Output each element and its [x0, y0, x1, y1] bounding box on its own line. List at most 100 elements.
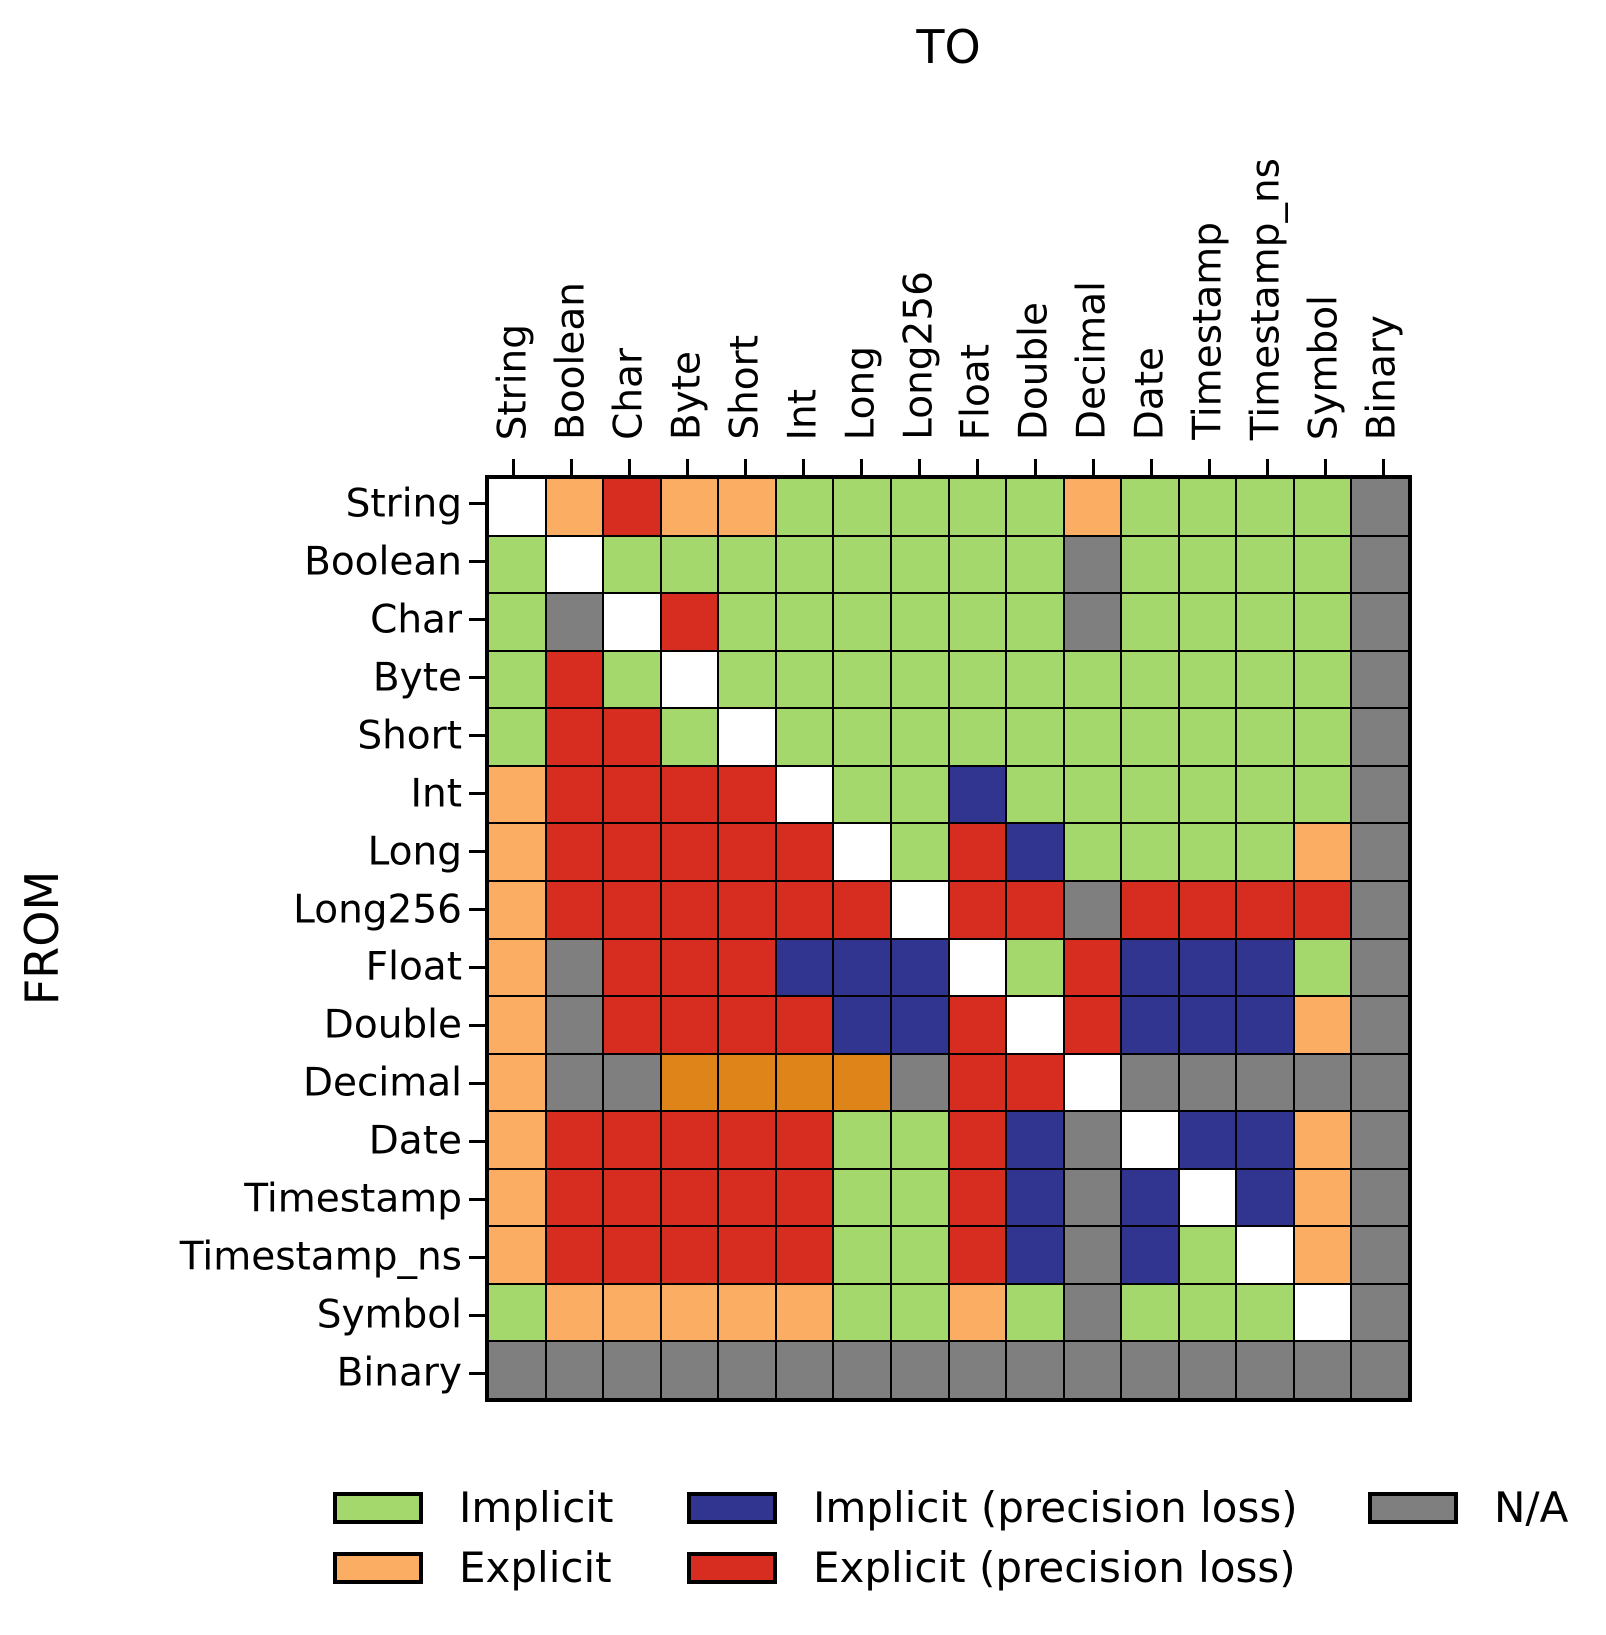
col-label-Date: Date [1128, 347, 1173, 449]
cell-Date-to-Boolean [545, 1111, 604, 1169]
cell-Double-to-Float [948, 996, 1007, 1054]
legend-item-n-a: N/A [1368, 1487, 1568, 1529]
left-tick [469, 965, 485, 969]
cell-Long-to-Long [833, 823, 891, 881]
cell-Short-to-Byte [660, 708, 719, 766]
cell-String-to-Float [948, 478, 1007, 536]
cell-Char-to-Timestamp [1178, 593, 1237, 651]
cell-Long256-to-Date [1121, 880, 1179, 939]
row-label-Decimal: Decimal [302, 1060, 462, 1106]
cell-Byte-to-Timestamp_ns [1236, 650, 1294, 709]
cell-String-to-Byte [660, 478, 719, 536]
cell-Long-to-Symbol [1293, 823, 1352, 881]
cell-Symbol-to-Decimal [1063, 1283, 1122, 1342]
cell-Float-to-Float [948, 938, 1007, 997]
legend-swatch [333, 1552, 423, 1584]
cell-Date-to-Char [603, 1111, 661, 1169]
cell-Binary-to-Symbol [1293, 1341, 1352, 1399]
cell-Date-to-Byte [660, 1111, 719, 1169]
cell-Boolean-to-Timestamp [1178, 535, 1237, 594]
cell-Short-to-String [488, 708, 546, 766]
cell-Float-to-Long256 [890, 938, 949, 997]
cell-String-to-Timestamp_ns [1236, 478, 1294, 536]
cell-String-to-Symbol [1293, 478, 1352, 536]
legend-item-explicit-precision-loss: Explicit (precision loss) [687, 1547, 1296, 1589]
cell-Boolean-to-Boolean [545, 535, 604, 594]
cell-Decimal-to-Decimal [1063, 1053, 1122, 1112]
cell-Timestamp-to-Byte [660, 1168, 719, 1227]
col-label-text: Float [954, 343, 999, 441]
cell-Long256-to-Boolean [545, 880, 604, 939]
cell-Char-to-Long [833, 593, 891, 651]
top-tick [628, 459, 632, 475]
cell-Int-to-Binary [1351, 765, 1409, 824]
top-tick [860, 459, 864, 475]
cell-Double-to-Timestamp_ns [1236, 996, 1294, 1054]
col-label-Timestamp_ns: Timestamp_ns [1244, 158, 1289, 449]
cell-Byte-to-Symbol [1293, 650, 1352, 709]
cell-Binary-to-String [488, 1341, 546, 1399]
cell-Float-to-String [488, 938, 546, 997]
left-tick [469, 908, 485, 912]
cell-Date-to-Float [948, 1111, 1007, 1169]
cell-Date-to-Short [718, 1111, 776, 1169]
cell-Byte-to-Double [1006, 650, 1064, 709]
cell-Timestamp_ns-to-Short [718, 1226, 776, 1284]
row-label-Timestamp_ns: Timestamp_ns [179, 1234, 462, 1280]
cell-Decimal-to-Char [603, 1053, 661, 1112]
cell-Decimal-to-Byte [660, 1053, 719, 1112]
conversion-matrix-grid [485, 475, 1412, 1402]
cell-Double-to-Binary [1351, 996, 1409, 1054]
cell-Short-to-Float [948, 708, 1007, 766]
cell-Timestamp-to-Long256 [890, 1168, 949, 1227]
top-tick [1091, 459, 1095, 475]
cell-Long256-to-Long [833, 880, 891, 939]
cell-Byte-to-Boolean [545, 650, 604, 709]
cell-String-to-Binary [1351, 478, 1409, 536]
cell-Symbol-to-Byte [660, 1283, 719, 1342]
top-tick [570, 459, 574, 475]
cell-Decimal-to-Float [948, 1053, 1007, 1112]
cell-Byte-to-Long [833, 650, 891, 709]
col-label-text: Int [780, 388, 826, 441]
cell-Char-to-Char [603, 593, 661, 651]
left-tick [469, 1197, 485, 1201]
row-label-Long: Long [367, 829, 462, 875]
col-label-Timestamp: Timestamp [1186, 222, 1231, 449]
col-label-Long: Long [838, 346, 883, 449]
cell-Double-to-Symbol [1293, 996, 1352, 1054]
cell-Byte-to-Timestamp [1178, 650, 1237, 709]
cell-String-to-Double [1006, 478, 1064, 536]
cell-Symbol-to-Symbol [1293, 1283, 1352, 1342]
cell-Int-to-Int [775, 765, 834, 824]
legend-label: Explicit [459, 1543, 612, 1592]
left-tick [469, 734, 485, 738]
cell-Long-to-Timestamp_ns [1236, 823, 1294, 881]
cell-Byte-to-Short [718, 650, 776, 709]
cell-Date-to-Binary [1351, 1111, 1409, 1169]
cell-Timestamp_ns-to-Boolean [545, 1226, 604, 1284]
cell-Double-to-Timestamp [1178, 996, 1237, 1054]
cell-Short-to-Char [603, 708, 661, 766]
cell-Date-to-Decimal [1063, 1111, 1122, 1169]
cell-Boolean-to-Int [775, 535, 834, 594]
cell-Timestamp_ns-to-Byte [660, 1226, 719, 1284]
cell-Boolean-to-Float [948, 535, 1007, 594]
cell-Boolean-to-String [488, 535, 546, 594]
legend-label: N/A [1494, 1483, 1569, 1532]
col-label-text: String [490, 323, 536, 441]
cell-String-to-Short [718, 478, 776, 536]
cell-Timestamp_ns-to-Date [1121, 1226, 1179, 1284]
cell-Short-to-Long256 [890, 708, 949, 766]
cell-Binary-to-Timestamp [1178, 1341, 1237, 1399]
cell-Decimal-to-Long [833, 1053, 891, 1112]
cell-Timestamp-to-Float [948, 1168, 1007, 1227]
top-tick [1381, 459, 1385, 475]
cell-Int-to-Short [718, 765, 776, 824]
cell-Double-to-Byte [660, 996, 719, 1054]
cell-Date-to-Long [833, 1111, 891, 1169]
cell-Decimal-to-Timestamp [1178, 1053, 1237, 1112]
cell-Double-to-Char [603, 996, 661, 1054]
cell-Float-to-Symbol [1293, 938, 1352, 997]
cell-Binary-to-Char [603, 1341, 661, 1399]
